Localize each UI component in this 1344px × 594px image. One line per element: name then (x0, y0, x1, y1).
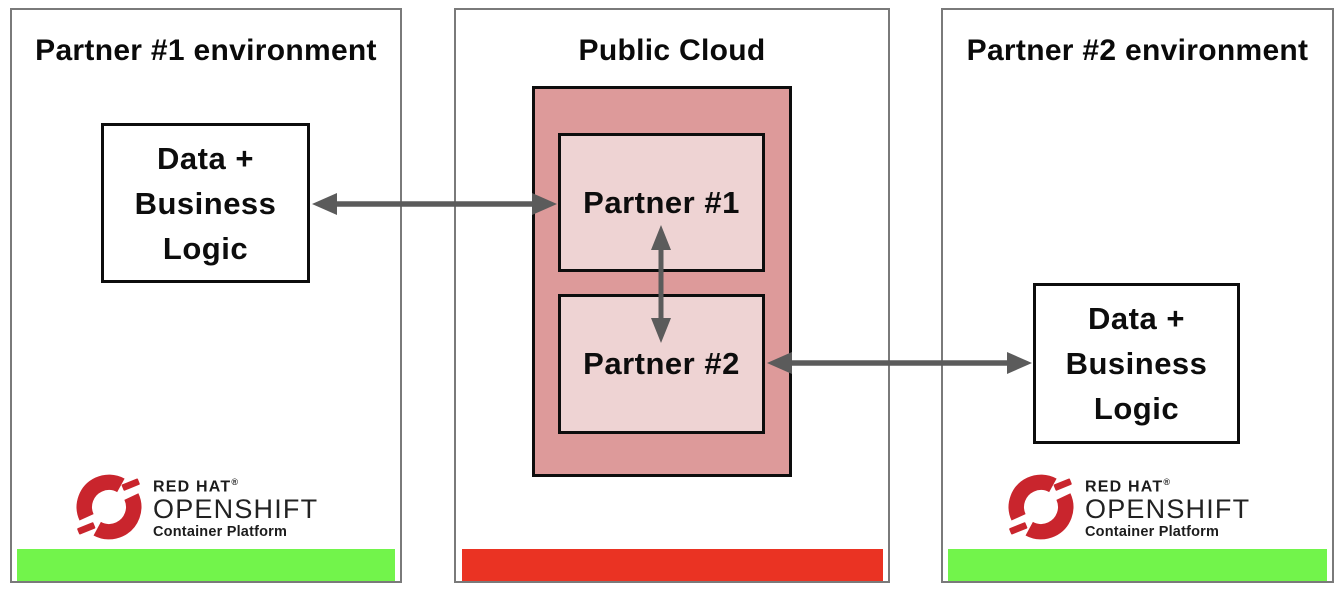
registered-mark: ® (1163, 476, 1170, 487)
cloud-container: Partner #1 Partner #2 (532, 86, 792, 477)
registered-mark: ® (231, 476, 238, 487)
public-cloud-panel: Public Cloud Partner #1 Partner #2 (454, 8, 890, 583)
openshift-ring-icon (76, 474, 142, 540)
logo-subtitle: Container Platform (1085, 524, 1220, 541)
logo-text: RED HAT® OPENSHIFT Container Platform (153, 474, 318, 540)
redhat-openshift-logo: RED HAT® OPENSHIFT Container Platform (1006, 472, 1250, 542)
logo-brand: RED HAT® (153, 476, 238, 496)
logo-product: OPENSHIFT (1085, 494, 1251, 525)
partner2-box: Partner #2 (558, 294, 765, 434)
logo-text: RED HAT® OPENSHIFT Container Platform (1085, 474, 1250, 540)
partner2-environment-panel: Partner #2 environment Data + Business L… (941, 8, 1334, 583)
data-business-logic-label: Data + Business Logic (1065, 301, 1208, 426)
logo-product: OPENSHIFT (153, 494, 319, 525)
status-bar-green (17, 549, 395, 581)
data-business-logic-box: Data + Business Logic (101, 123, 310, 283)
partner1-environment-panel: Partner #1 environment Data + Business L… (10, 8, 402, 583)
panel-title: Partner #1 environment (35, 34, 377, 67)
data-business-logic-box: Data + Business Logic (1033, 283, 1240, 444)
logo-subtitle: Container Platform (153, 524, 288, 541)
data-business-logic-label: Data + Business Logic (134, 140, 277, 266)
partner2-label: Partner #2 (583, 346, 740, 381)
panel-title: Partner #2 environment (966, 34, 1309, 67)
partner1-box: Partner #1 (558, 133, 765, 272)
status-bar-red (462, 549, 883, 581)
partner1-label: Partner #1 (583, 184, 740, 220)
openshift-ring-icon (1008, 474, 1074, 540)
status-bar-green (948, 549, 1327, 581)
panel-title: Public Cloud (578, 34, 766, 67)
redhat-openshift-logo: RED HAT® OPENSHIFT Container Platform (74, 472, 318, 542)
logo-brand: RED HAT® (1085, 476, 1170, 496)
